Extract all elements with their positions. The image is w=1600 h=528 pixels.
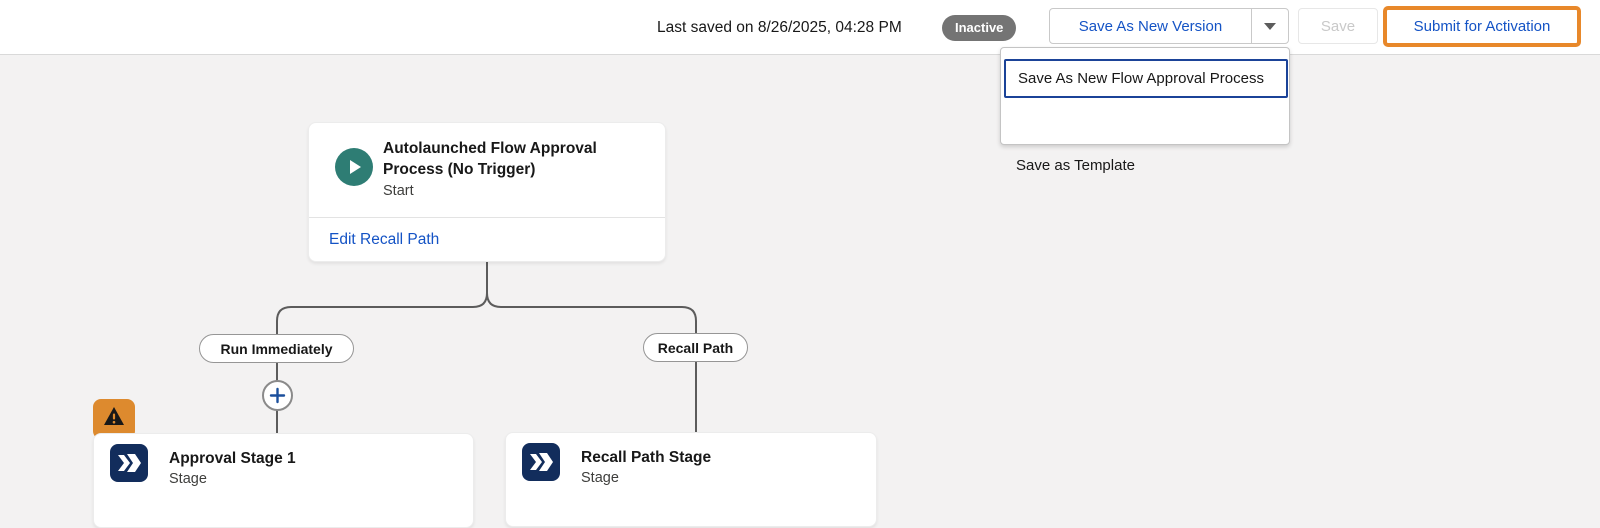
- stage-node-title: Recall Path Stage: [581, 449, 712, 466]
- node-approval-stage-1[interactable]: Approval Stage 1 Stage: [93, 433, 474, 528]
- stage-node-subtitle: Stage: [169, 471, 207, 487]
- edit-recall-path-link[interactable]: Edit Recall Path: [329, 230, 440, 248]
- save-as-menu: Save As New Flow Approval Process Save a…: [1000, 47, 1290, 174]
- start-node-title: Autolaunched Flow Approval Process (No T…: [383, 140, 597, 178]
- warning-badge: [93, 399, 135, 439]
- node-recall-path-stage[interactable]: Recall Path Stage Stage: [505, 432, 877, 527]
- play-icon: [335, 148, 373, 186]
- save-as-new-version-button[interactable]: Save As New Version: [1050, 9, 1251, 43]
- stage-icon: [522, 443, 560, 481]
- add-element-button[interactable]: [262, 380, 293, 411]
- last-saved-text: Last saved on 8/26/2025, 04:28 PM: [657, 19, 902, 36]
- start-node-subtitle: Start: [383, 183, 414, 199]
- submit-highlight-annotation: Submit for Activation: [1383, 6, 1581, 47]
- start-node-body: Autolaunched Flow Approval Process (No T…: [309, 123, 665, 218]
- chevron-down-icon: [1264, 22, 1276, 30]
- save-as-new-version-group: Save As New Version: [1049, 8, 1289, 44]
- menu-item-save-as-new-flow-approval-process[interactable]: Save As New Flow Approval Process: [1004, 59, 1288, 98]
- branch-label-run-immediately: Run Immediately: [199, 334, 354, 363]
- plus-icon: [269, 387, 286, 404]
- stage-icon: [110, 444, 148, 482]
- warning-triangle-icon: [104, 407, 124, 425]
- start-node[interactable]: Autolaunched Flow Approval Process (No T…: [308, 122, 666, 262]
- status-badge: Inactive: [942, 15, 1017, 41]
- submit-for-activation-button[interactable]: Submit for Activation: [1387, 10, 1577, 43]
- save-as-dropdown-toggle[interactable]: [1251, 9, 1288, 43]
- flow-connectors: [276, 261, 697, 435]
- start-node-footer: Edit Recall Path: [309, 217, 665, 261]
- menu-item-save-as-template[interactable]: Save as Template: [1016, 156, 1135, 174]
- branch-label-recall-path: Recall Path: [643, 333, 748, 362]
- save-button[interactable]: Save: [1298, 8, 1378, 44]
- stage-node-title: Approval Stage 1: [169, 450, 296, 467]
- toolbar: Last saved on 8/26/2025, 04:28 PM Inacti…: [0, 0, 1600, 55]
- stage-node-subtitle: Stage: [581, 470, 619, 486]
